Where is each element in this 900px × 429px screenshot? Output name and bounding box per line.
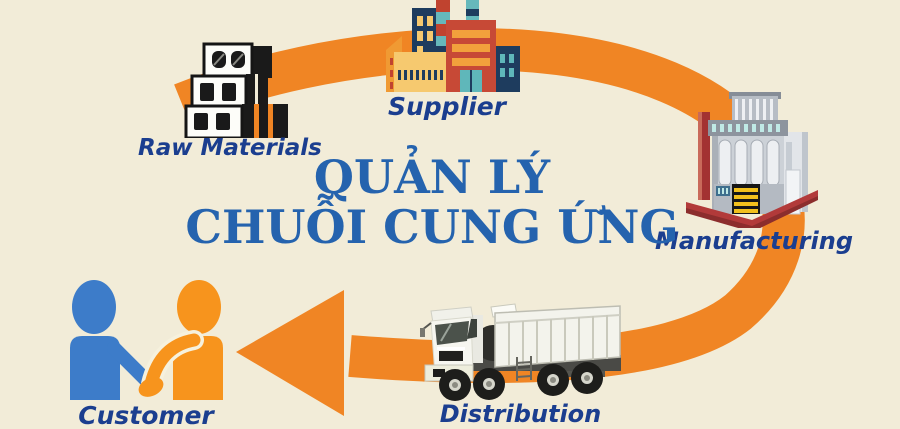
supplier-factory-icon: [386, 0, 520, 92]
diagram-title-line2: CHUỖI CUNG ỨNG: [185, 200, 679, 254]
customer-handshake-icon: [70, 280, 223, 400]
raw-materials-icon: [184, 42, 288, 138]
supplier-label: Supplier: [387, 92, 507, 121]
distribution-label: Distribution: [439, 400, 602, 428]
manufacturing-plant-icon: [686, 92, 818, 228]
raw-materials-label: Raw Materials: [138, 135, 322, 161]
diagram-title: QUẢN LÝ CHUỖI CUNG ỨNG: [168, 152, 696, 252]
distribution-truck-icon: [420, 303, 621, 401]
arrowhead-icon: [236, 290, 344, 416]
customer-label: Customer: [78, 401, 214, 429]
diagram-title-line1: QUẢN LÝ: [313, 150, 551, 204]
manufacturing-label: Manufacturing: [655, 227, 853, 255]
